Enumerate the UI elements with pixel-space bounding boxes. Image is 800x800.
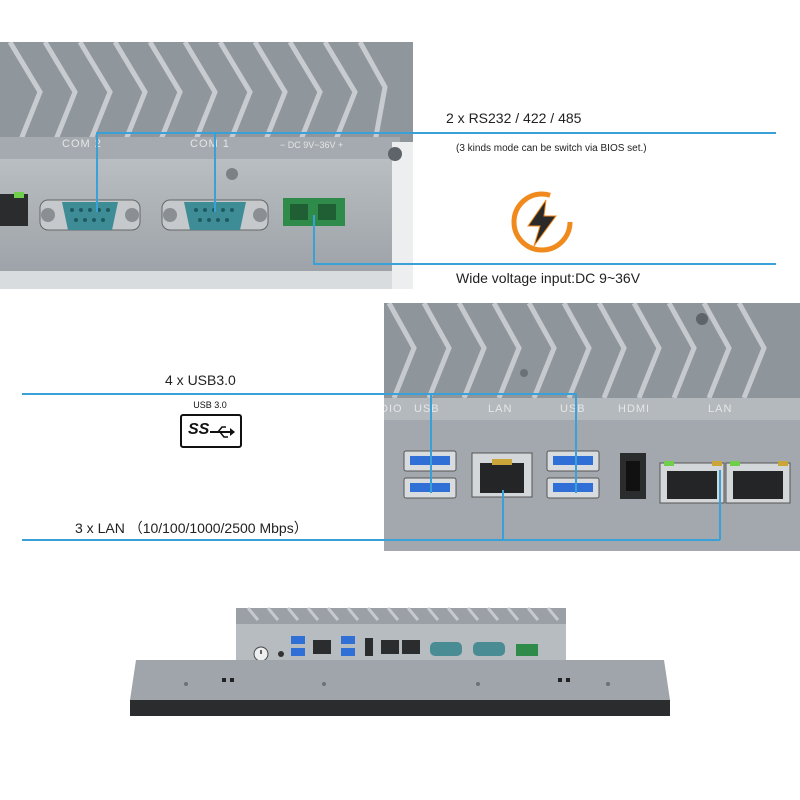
serial-line-h [96,132,776,134]
silk-lan-right: LAN [708,403,733,415]
lan-line-h [22,539,720,541]
device-art [130,607,670,716]
silk-com1: COM 1 [190,138,230,150]
usb-line-v1 [430,393,432,493]
serial-note: (3 kinds mode can be switch via BIOS set… [456,143,647,154]
silk-hdmi: HDMI [618,403,651,415]
silk-com2: COM 2 [62,138,102,150]
lightning-bolt-icon [510,190,574,254]
bottom-photo [118,598,682,722]
lan-callout: 3 x LAN （10/100/1000/2500 Mbps） [75,520,308,536]
silk-usb-left: USB [414,403,440,415]
serial-line-v1 [96,132,98,212]
lan-line-v1 [502,490,504,540]
serial-line-v2 [214,132,216,212]
top-photo: COM 2 COM 1 − DC 9V~36V + [0,42,413,289]
usb-line-h [22,393,576,395]
silk-dc: − DC 9V~36V + [280,140,344,150]
usb-badge-caption: USB 3.0 [193,400,227,410]
serial-callout: 2 x RS232 / 422 / 485 [446,110,582,126]
middle-photo-art [384,303,800,551]
usb-trident-icon [210,426,235,438]
middle-photo: DIO USB LAN USB HDMI LAN [384,303,800,551]
power-line-v [313,215,315,264]
power-line-h [313,263,776,265]
usb-superspeed-icon: USB 3.0 SS [178,400,242,448]
power-button-icon [253,646,269,662]
lan-line-v2 [719,470,721,540]
usb-badge-box: SS [180,414,242,448]
top-photo-art [0,42,413,289]
power-callout: Wide voltage input:DC 9~36V [456,270,641,286]
silk-lan-left: LAN [488,403,513,415]
silk-dio: DIO [384,403,403,415]
silk-usb-right: USB [560,403,586,415]
usb-callout: 4 x USB3.0 [165,372,236,388]
usb-badge-logo: SS [188,421,210,438]
usb-line-v2 [575,393,577,493]
